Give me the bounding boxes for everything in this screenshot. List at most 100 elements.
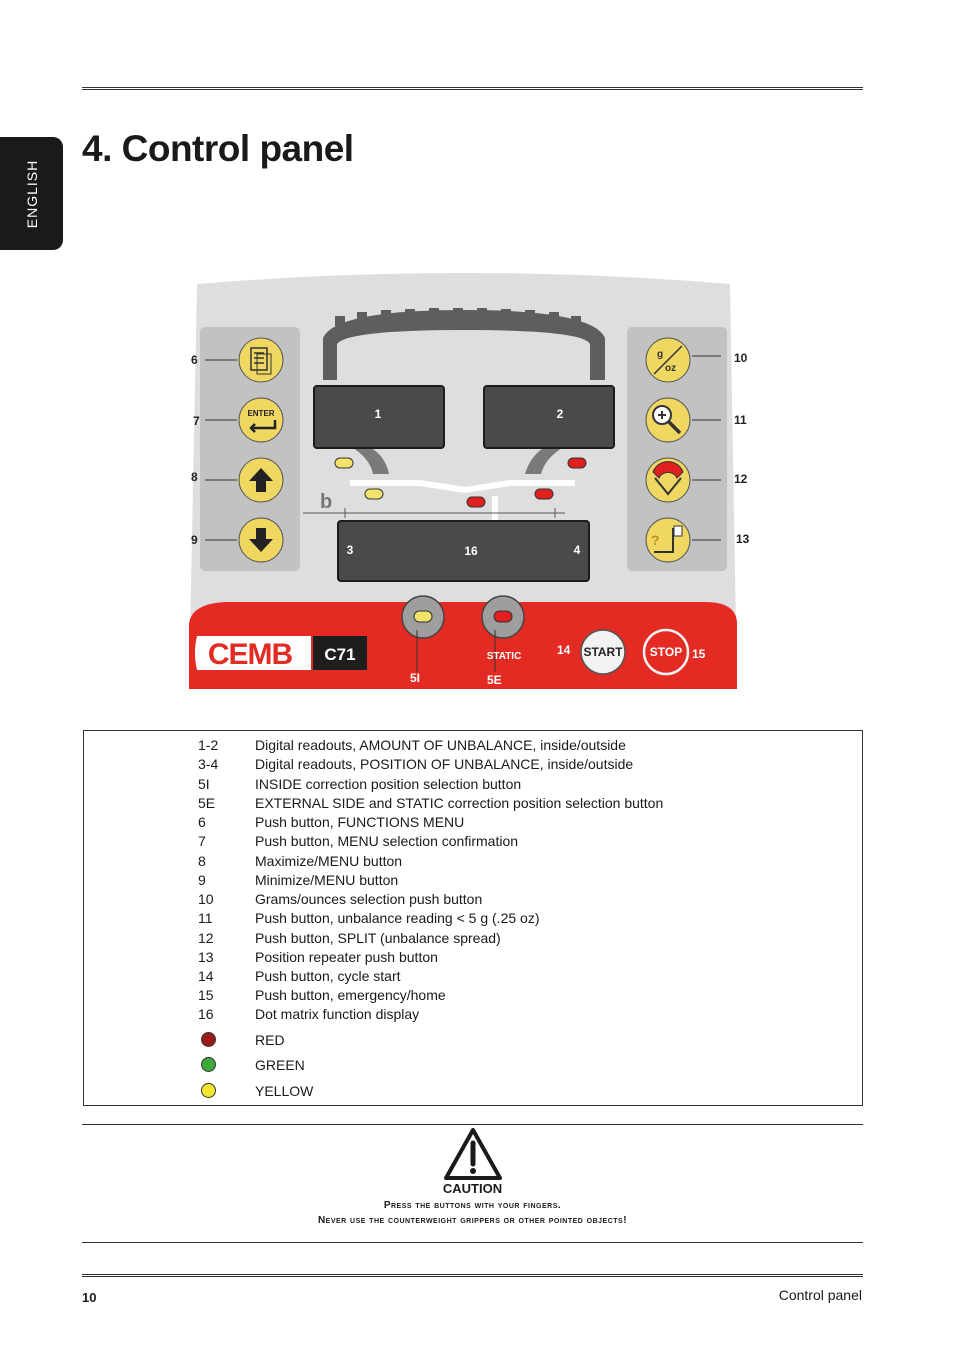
callout-13: 13	[736, 532, 750, 546]
caution-top-rule	[82, 1124, 863, 1125]
legend-code: 5I	[198, 776, 210, 792]
left-key-pad	[200, 327, 300, 571]
legend-description: Push button, FUNCTIONS MENU	[255, 814, 465, 830]
language-tab-label: ENGLISH	[23, 159, 40, 228]
led-yellow-5i	[413, 610, 433, 623]
legend-description: Maximize/MENU button	[255, 853, 403, 869]
legend-code: 9	[198, 872, 206, 888]
legend-description: Digital readouts, AMOUNT OF UNBALANCE, i…	[255, 737, 626, 753]
legend-description: Dot matrix function display	[255, 1006, 420, 1022]
right-rim-claw	[525, 446, 565, 474]
legend-description: Push button, SPLIT (unbalance spread)	[255, 930, 501, 946]
b-dimension-label: b	[320, 491, 332, 513]
led-red-outside-lower	[534, 488, 554, 500]
red-led-label: RED	[255, 1032, 285, 1048]
legend-description: Push button, emergency/home	[255, 987, 446, 1003]
legend-description: Grams/ounces selection push button	[255, 891, 483, 907]
footer-section-title: Control panel	[778, 1287, 862, 1303]
grams-icon: g	[657, 349, 663, 360]
legend-description: INSIDE correction position selection but…	[255, 776, 522, 792]
led-yellow-inside	[334, 457, 354, 469]
callout-14: 14	[557, 643, 571, 657]
caution-line-2: Never use the counterweight grippers or …	[317, 1215, 628, 1226]
down-button[interactable]	[238, 517, 284, 563]
yellow-led-label: YELLOW	[255, 1083, 314, 1099]
model-label: C71	[324, 645, 355, 664]
display-1-label: 1	[375, 407, 382, 421]
menu-icon	[256, 353, 272, 375]
external-static-button-5e[interactable]	[481, 595, 525, 639]
position-repeater-button[interactable]: ?	[645, 517, 691, 563]
callout-5e: 5E	[487, 673, 502, 687]
display-2	[483, 385, 615, 449]
cemb-logo: CEMB C71	[195, 636, 367, 671]
split-icon	[652, 461, 684, 479]
green-led-swatch	[201, 1057, 216, 1072]
legend-code: 6	[198, 814, 206, 830]
legend-description: Push button, unbalance reading < 5 g (.2…	[255, 910, 540, 926]
display-2-label: 2	[557, 407, 564, 421]
display-3-label: 3	[347, 543, 354, 557]
legend-code: 13	[198, 949, 214, 965]
control-panel-illustration: 1 2 3 16 4 b ENTER g oz	[189, 273, 750, 689]
grams-ounces-button[interactable]: g oz	[645, 337, 691, 383]
language-tab: ENGLISH	[0, 137, 63, 250]
enter-label: ENTER	[247, 409, 274, 418]
fine-reading-button[interactable]	[645, 397, 691, 443]
footer-rule	[82, 1274, 863, 1277]
legend-code: 7	[198, 833, 206, 849]
position-repeater-icon	[654, 528, 674, 553]
red-led-swatch	[201, 1032, 216, 1047]
legend-code: 1-2	[198, 737, 219, 753]
page-number: 10	[82, 1290, 97, 1305]
functions-menu-button[interactable]	[238, 337, 284, 383]
static-label: STATIC	[487, 651, 522, 662]
led-red-center	[466, 496, 486, 508]
balance-plane-path	[350, 480, 575, 494]
up-button[interactable]	[238, 457, 284, 503]
stop-button[interactable]: STOP	[642, 628, 690, 676]
start-label: START	[583, 645, 623, 659]
legend-code: 16	[198, 1006, 214, 1022]
display-1	[313, 385, 445, 449]
led-yellow-inside-lower	[364, 488, 384, 500]
callout-5i: 5I	[410, 671, 420, 685]
split-button[interactable]	[645, 457, 691, 503]
page-title: 4. Control panel	[82, 128, 354, 169]
yellow-led-swatch	[201, 1083, 216, 1098]
legend-code: 8	[198, 853, 206, 869]
callout-15: 15	[692, 647, 706, 661]
green-led-label: GREEN	[255, 1057, 305, 1073]
legend-description: Digital readouts, POSITION OF UNBALANCE,…	[255, 756, 634, 772]
stop-label: STOP	[650, 645, 682, 659]
legend-description: Position repeater push button	[255, 949, 438, 965]
svg-text:?: ?	[651, 532, 660, 548]
enter-arrow-icon	[249, 420, 277, 433]
right-key-pad	[627, 327, 727, 571]
arrow-down-icon	[249, 528, 273, 552]
display-16-dot-matrix	[337, 520, 590, 582]
callout-11: 11	[734, 413, 747, 427]
display-16-label: 16	[464, 544, 478, 558]
inside-position-button-5i[interactable]	[401, 595, 445, 639]
legend-code: 12	[198, 930, 214, 946]
left-rim-claw	[350, 446, 389, 474]
legend-code: 3-4	[198, 756, 219, 772]
legend-code: 11	[198, 910, 213, 926]
start-button[interactable]: START	[580, 629, 626, 675]
legend-description: Push button, MENU selection confirmation	[255, 833, 519, 849]
callout-7: 7	[193, 414, 200, 428]
callout-12: 12	[734, 472, 748, 486]
caution-bottom-rule	[82, 1242, 863, 1243]
callout-9: 9	[191, 533, 198, 547]
caution-line-1: Press the buttons with your fingers.	[383, 1200, 562, 1211]
legend-code: 10	[198, 891, 214, 907]
brand-logo-text: CEMB	[208, 638, 293, 671]
led-red-5e	[493, 610, 513, 623]
warning-triangle-icon	[444, 1128, 502, 1180]
tyre-icon	[323, 310, 605, 380]
display-4-label: 4	[574, 543, 581, 557]
caution-title: CAUTION	[442, 1181, 503, 1196]
ounces-icon: oz	[665, 363, 676, 374]
enter-button[interactable]: ENTER	[238, 397, 284, 443]
